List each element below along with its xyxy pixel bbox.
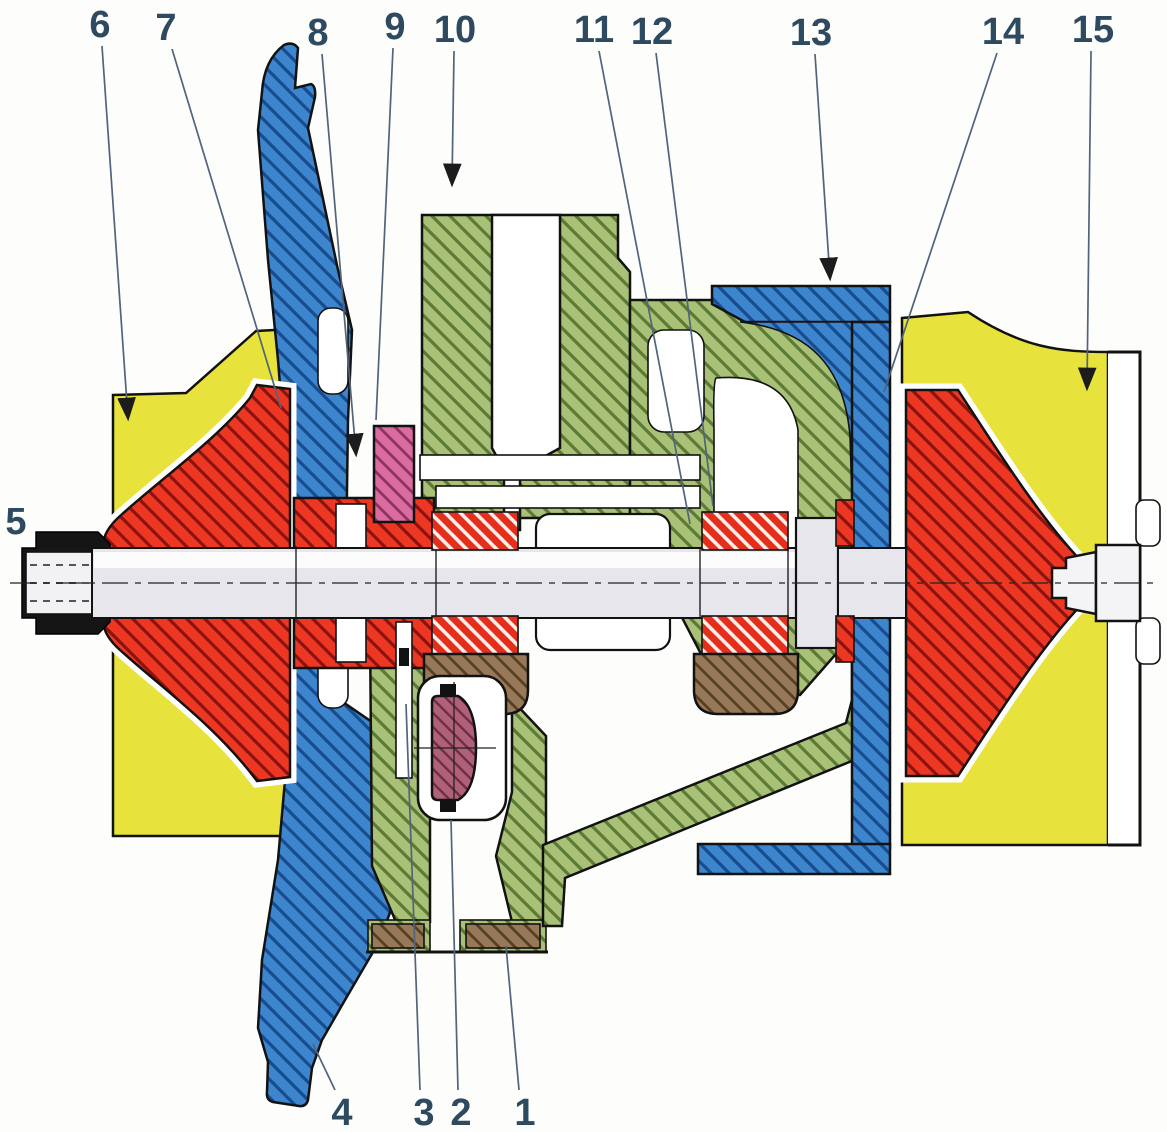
callout-leader-7 xyxy=(171,48,282,409)
drain-flange-pad-right xyxy=(465,923,541,949)
callout-leader-4 xyxy=(312,1043,336,1091)
callout-label-14: 14 xyxy=(982,11,1024,53)
oil-gallery-upper xyxy=(419,454,701,481)
callout-leader-12 xyxy=(655,52,714,507)
slinger-detail-lower xyxy=(335,617,367,663)
callout-label-15: 15 xyxy=(1072,9,1114,51)
callout-label-7: 7 xyxy=(155,7,176,49)
callout-leader-2 xyxy=(450,819,459,1091)
callout-label-6: 6 xyxy=(89,4,110,46)
callout-label-3: 3 xyxy=(413,1092,434,1132)
drain-tube xyxy=(395,621,413,779)
callout-label-8: 8 xyxy=(307,12,328,54)
drain-flange-pad-left xyxy=(371,923,425,949)
seal-bushing xyxy=(372,424,416,524)
flange-lug-upper xyxy=(1135,499,1161,547)
callout-leader-1 xyxy=(505,945,520,1091)
deflector-bolt-bottom xyxy=(440,800,456,812)
turbine-clamp-cap xyxy=(710,284,892,324)
shaft-highlight xyxy=(94,552,836,568)
callout-label-2: 2 xyxy=(450,1092,471,1132)
drain-tube-mark xyxy=(399,648,409,666)
oil-gallery-lower xyxy=(435,485,701,509)
callout-label-1: 1 xyxy=(514,1092,535,1132)
deflector-bolt-top xyxy=(440,684,456,696)
housing-bolt-recess xyxy=(647,329,705,433)
callout-leader-14 xyxy=(883,52,998,393)
slinger-detail-upper xyxy=(335,503,367,549)
callout-label-12: 12 xyxy=(631,11,673,53)
callout-label-5: 5 xyxy=(5,501,26,543)
callout-leader-9 xyxy=(375,47,394,421)
shaft-group xyxy=(10,424,1160,822)
floating-bearing-right-upper xyxy=(701,511,789,551)
callout-label-11: 11 xyxy=(574,9,614,51)
callout-label-13: 13 xyxy=(790,12,832,54)
turbine-seal-ring-lower xyxy=(835,615,855,663)
callout-label-9: 9 xyxy=(384,6,405,48)
callout-leader-13 xyxy=(814,53,838,282)
callout-leader-6 xyxy=(101,45,136,422)
floating-bearing-left-upper xyxy=(431,511,519,551)
floating-bearing-left-lower xyxy=(431,615,519,655)
deflector-crosshair xyxy=(414,682,496,812)
callout-leader-8 xyxy=(321,53,364,458)
callout-leader-3 xyxy=(405,703,421,1091)
callout-label-4: 4 xyxy=(331,1092,352,1132)
floating-bearing-right-lower xyxy=(701,615,789,655)
turbine-backplate-wedge xyxy=(739,321,853,501)
flange-lug-lower xyxy=(1135,617,1161,665)
callout-leader-11 xyxy=(598,50,691,525)
turbine-seal-ring-upper xyxy=(835,499,855,547)
callout-leader-15 xyxy=(1077,50,1097,392)
callout-label-10: 10 xyxy=(434,9,476,51)
turbine-backplate-bottom xyxy=(696,842,892,876)
backplate-bolt-slot-upper xyxy=(317,307,349,395)
bearing-boss-right xyxy=(692,652,800,716)
callout-leader-10 xyxy=(442,50,462,188)
